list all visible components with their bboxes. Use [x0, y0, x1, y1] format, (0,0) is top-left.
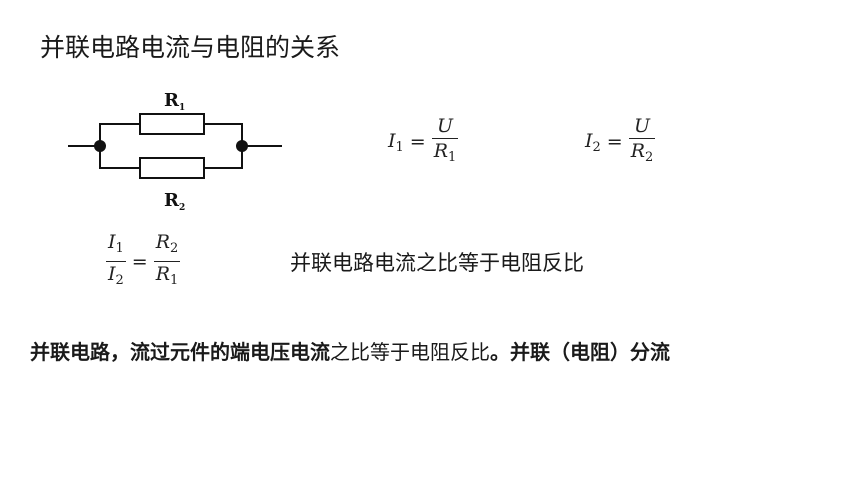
summary-bold-part1: 并联电路，流过元件的端电压电流: [30, 340, 330, 364]
r2-label: R2: [164, 190, 185, 213]
resistor-r2: [139, 157, 205, 179]
left-junction-node: [94, 140, 106, 152]
parallel-circuit-diagram: R1 R2: [68, 90, 282, 213]
resistor-r1: [139, 113, 205, 135]
formula-i2: I2 = U R2: [585, 115, 656, 165]
summary-normal-part: 之比等于电阻反比: [330, 340, 490, 364]
summary-bold-part2: 。并联（电阻）分流: [490, 340, 670, 364]
ratio-note: 并联电路电流之比等于电阻反比: [290, 251, 584, 275]
summary-line: 并联电路，流过元件的端电压电流之比等于电阻反比。并联（电阻）分流: [30, 336, 670, 365]
slide-title: 并联电路电流与电阻的关系: [40, 33, 341, 62]
right-junction-node: [236, 140, 248, 152]
formula-ratio: I1 I2 = R2 R1: [106, 231, 181, 288]
formula-i1: I1 = U R1: [388, 115, 459, 165]
r1-label: R1: [164, 90, 185, 113]
